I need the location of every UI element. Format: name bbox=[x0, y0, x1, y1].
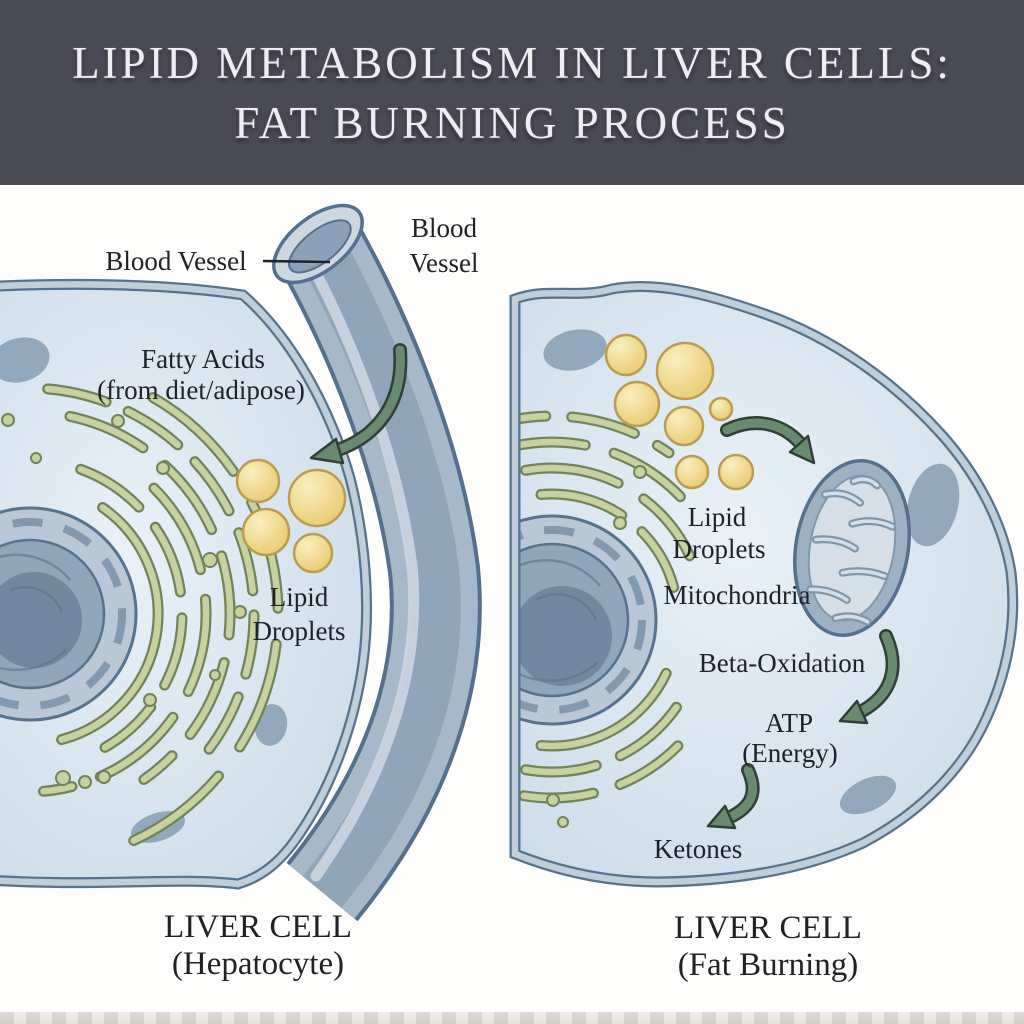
vessel-opening bbox=[272, 203, 364, 285]
blood-vessel-pointer-line bbox=[262, 259, 331, 264]
lipid-droplets bbox=[604, 333, 755, 491]
left-cell-caption-line2: (Hepatocyte) bbox=[172, 946, 344, 982]
nucleus bbox=[0, 506, 138, 722]
lipid-droplet bbox=[674, 454, 710, 490]
bottom-faded-strip bbox=[0, 1012, 1024, 1024]
fatty-acids-label-line1: Fatty Acids bbox=[141, 344, 265, 374]
page-title-line2: FAT BURNING PROCESS bbox=[234, 97, 790, 148]
left-cell-caption-line1: LIVER CELL bbox=[164, 909, 352, 945]
lipid-droplets bbox=[235, 458, 347, 574]
right-cell-caption-line2: (Fat Burning) bbox=[678, 947, 859, 983]
lipid-droplet bbox=[655, 341, 715, 401]
mitochondrion bbox=[793, 459, 911, 637]
lipid-droplet bbox=[663, 405, 705, 447]
ketones-label: Ketones bbox=[654, 834, 742, 864]
blood-vessel-label-right-line2: Vessel bbox=[410, 248, 479, 278]
beta-oxidation-arrow bbox=[838, 629, 900, 725]
endoplasmic-reticulum bbox=[515, 410, 696, 828]
fatty-acids-label-line2: (from diet/adipose) bbox=[97, 375, 305, 405]
lipid-droplet bbox=[717, 453, 755, 491]
fatty-acid-uptake-arrow bbox=[309, 343, 408, 465]
blood-vessel-label-right-line1: Blood bbox=[411, 213, 478, 243]
lipid-droplet bbox=[708, 396, 734, 422]
right-liver-cell bbox=[448, 287, 1013, 882]
nucleus bbox=[515, 514, 658, 726]
lipid-droplet bbox=[613, 380, 661, 428]
cytoplasm-blob bbox=[0, 337, 50, 383]
cytoplasm-blob bbox=[839, 775, 897, 815]
left-liver-cell bbox=[0, 284, 367, 884]
lipid-droplet bbox=[292, 532, 334, 574]
lipid-droplet bbox=[287, 468, 347, 528]
cytoplasm-blob bbox=[906, 463, 960, 547]
right-cell-caption-line1: LIVER CELL bbox=[674, 910, 862, 946]
title-banner: LIPID METABOLISM IN LIVER CELLS: FAT BUR… bbox=[0, 0, 1024, 185]
energy-label: (Energy) bbox=[742, 738, 837, 768]
mitochondria-cristae bbox=[806, 475, 897, 626]
atp-label: ATP bbox=[765, 708, 813, 738]
beta-oxidation-label: Beta-Oxidation bbox=[699, 648, 866, 678]
cytoplasm-blob bbox=[543, 329, 607, 371]
lipid-droplets-label-left-line1: Lipid bbox=[270, 582, 329, 612]
lipid-droplet bbox=[235, 458, 281, 504]
lipid-droplet bbox=[241, 507, 291, 557]
atp-to-ketones-arrow bbox=[706, 763, 760, 830]
page-title-line1: LIPID METABOLISM IN LIVER CELLS: bbox=[72, 37, 952, 88]
cytoplasm-blob bbox=[902, 342, 958, 382]
blood-vessel-label: Blood Vessel bbox=[105, 246, 246, 276]
lipid-droplets-label-left-line2: Droplets bbox=[253, 616, 346, 646]
droplets-to-mitochondria-arrow bbox=[720, 416, 816, 465]
mitochondria-label: Mitochondria bbox=[664, 580, 811, 610]
lipid-droplet bbox=[604, 333, 648, 377]
lipid-droplets-label-right-line2: Droplets bbox=[673, 534, 766, 564]
blood-vessel bbox=[272, 203, 482, 922]
lipid-droplets-label-right-line1: Lipid bbox=[688, 502, 747, 532]
endoplasmic-reticulum bbox=[1, 383, 284, 847]
